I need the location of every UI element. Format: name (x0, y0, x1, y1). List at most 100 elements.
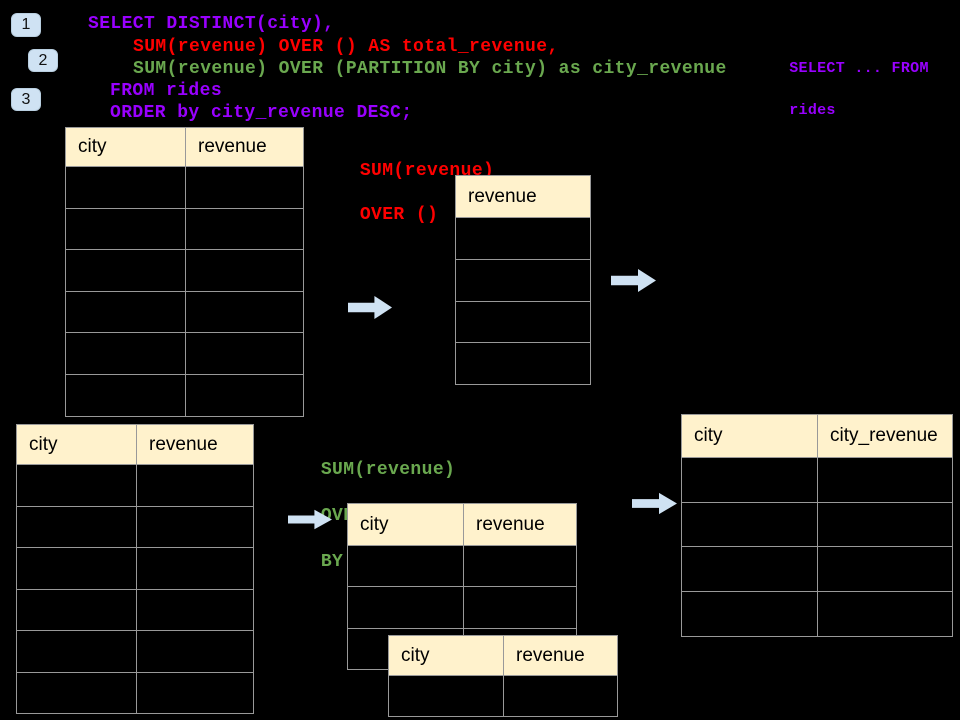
sql-line-city-revenue: SUM(revenue) OVER (PARTITION BY city) as… (133, 59, 727, 79)
table-cell (16, 464, 137, 507)
table-row (16, 505, 254, 548)
table-row (681, 501, 953, 548)
table-cell (16, 588, 137, 631)
label-total-window-line2: OVER () (359, 205, 439, 225)
sql-line-select: SELECT DISTINCT(city), (88, 14, 335, 34)
table-cell (817, 546, 953, 593)
table-cell (136, 630, 254, 673)
table-cell (347, 544, 464, 588)
table-cell (65, 332, 186, 375)
total-revenue-result-table: revenue (455, 175, 591, 386)
table-cell (463, 586, 577, 629)
table-cell (136, 671, 254, 714)
table-cell (817, 457, 953, 503)
table-row (681, 457, 953, 503)
column-header: revenue (503, 635, 618, 676)
table-row (65, 166, 304, 209)
column-header: city_revenue (817, 414, 953, 458)
table-cell (65, 290, 186, 334)
table-row (388, 675, 618, 717)
table-cell (136, 505, 254, 548)
table-cell (185, 249, 304, 292)
sql-line-order-by: ORDER by city_revenue DESC; (110, 103, 413, 123)
table-cell (681, 457, 818, 503)
table-cell (503, 675, 618, 717)
side-note-line1: SELECT ... FROM (789, 60, 929, 77)
column-header: city (65, 127, 186, 167)
sql-line-total-revenue: SUM(revenue) OVER () AS total_revenue, (133, 37, 559, 57)
table-cell (185, 166, 304, 209)
step-badge-1: 1 (11, 13, 41, 37)
table-header-row: revenue (455, 175, 591, 218)
table-row (347, 586, 577, 629)
flow-right-arrow-icon (348, 295, 393, 320)
column-header: revenue (185, 127, 304, 167)
table-row (455, 300, 591, 344)
side-note: SELECT ... FROM rides (752, 37, 929, 142)
column-header: revenue (463, 503, 577, 546)
flow-right-arrow-icon (611, 268, 657, 293)
table-cell (455, 258, 591, 302)
table-cell (65, 166, 186, 209)
column-header: revenue (455, 175, 591, 218)
table-cell (185, 290, 304, 334)
table-cell (136, 547, 254, 590)
table-cell (16, 671, 137, 714)
column-header: city (347, 503, 464, 546)
table-cell (136, 588, 254, 631)
table-cell (185, 373, 304, 417)
table-cell (455, 300, 591, 344)
table-cell (347, 586, 464, 629)
table-cell (681, 591, 818, 637)
table-cell (185, 332, 304, 375)
table-row (65, 290, 304, 334)
table-row (681, 546, 953, 593)
sql-line-from: FROM rides (110, 81, 223, 101)
table-cell (388, 675, 504, 717)
table-row (65, 332, 304, 375)
table-cell (817, 591, 953, 637)
table-cell (681, 501, 818, 548)
table-row (65, 249, 304, 292)
table-row (455, 217, 591, 260)
table-row (455, 342, 591, 386)
table-cell (16, 505, 137, 548)
table-cell (463, 544, 577, 588)
table-cell (455, 342, 591, 386)
table-cell (185, 207, 304, 251)
column-header: revenue (136, 424, 254, 465)
table-row (16, 671, 254, 714)
flow-right-arrow-icon (632, 492, 678, 515)
table-row (455, 258, 591, 302)
column-header: city (16, 424, 137, 465)
table-row (347, 544, 577, 588)
table-row (681, 591, 953, 637)
side-note-line2: rides (789, 102, 836, 119)
table-row (65, 207, 304, 251)
flow-right-arrow-icon (288, 509, 333, 530)
table-row (16, 588, 254, 631)
table-cell (65, 373, 186, 417)
table-cell (16, 547, 137, 590)
table-cell (455, 217, 591, 260)
table-row (16, 630, 254, 673)
table-cell (65, 249, 186, 292)
table-cell (817, 501, 953, 548)
table-row (16, 547, 254, 590)
table-row (65, 373, 304, 417)
table-cell (65, 207, 186, 251)
table-cell (681, 546, 818, 593)
table-row (16, 464, 254, 507)
step-badge-2: 2 (28, 49, 58, 72)
step-badge-3: 3 (11, 88, 41, 111)
